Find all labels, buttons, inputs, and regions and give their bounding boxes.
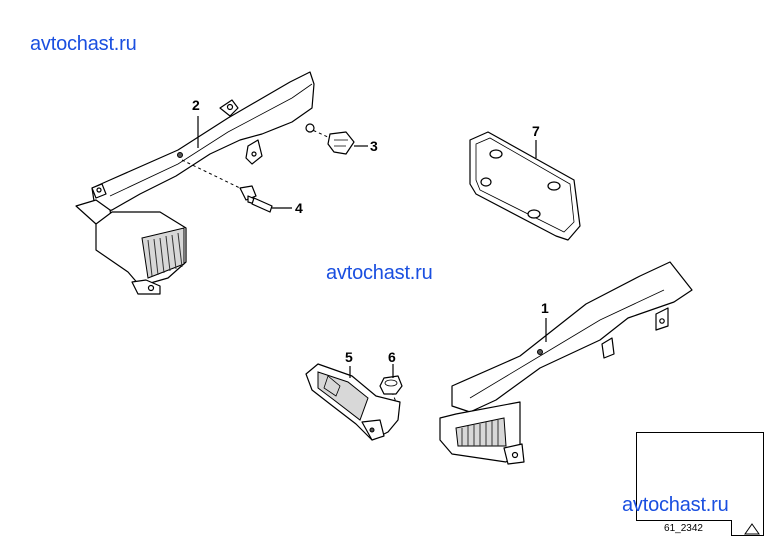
part-4-bolt [181,159,273,213]
part-2-duct [75,71,315,295]
callout-6: 6 [388,349,396,365]
watermark-top-left: avtochast.ru [30,33,137,55]
part-6-nut [379,375,403,403]
callout-7: 7 [532,123,540,139]
warning-triangle-icon [744,523,760,535]
part-1-duct [439,261,693,465]
watermark-center: avtochast.ru [326,262,433,284]
callout-1: 1 [541,300,549,316]
leader-lines [197,116,547,378]
part-3-clip [305,123,355,155]
watermark-bottom-right: avtochast.ru [622,494,729,516]
diagram-code: 61_2342 [636,520,732,536]
part-5-bracket [305,363,401,441]
callout-4: 4 [295,200,303,216]
callout-3: 3 [370,138,378,154]
callout-5: 5 [345,349,353,365]
part-7-seal [469,131,581,241]
callout-2: 2 [192,97,200,113]
